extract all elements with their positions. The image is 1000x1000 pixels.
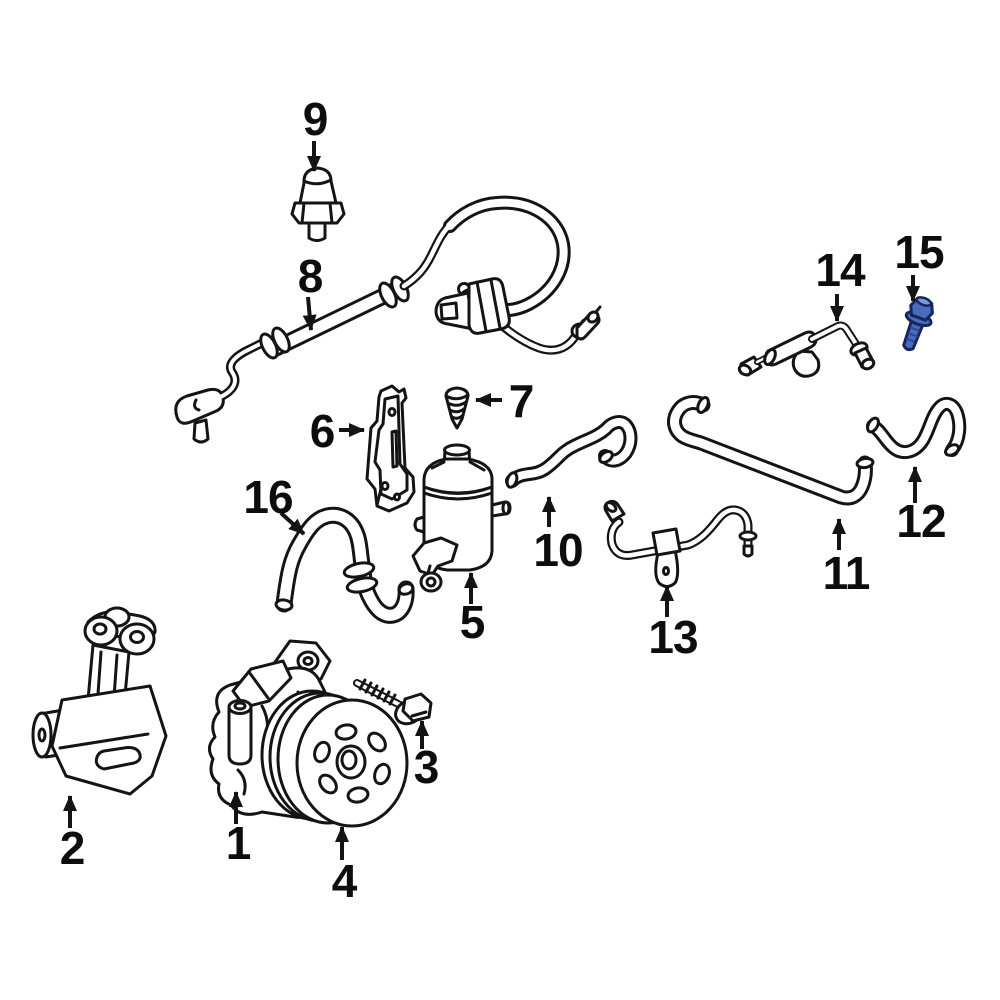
part-pump-pulley [260, 689, 409, 828]
part-pump-mounting-bracket [31, 606, 168, 796]
part-combination-pipe [737, 321, 876, 378]
callout-arrow-8 [302, 296, 317, 331]
callout-label-14: 14 [815, 244, 865, 296]
callout-label-5: 5 [459, 596, 486, 648]
part-pulley-bolt [353, 678, 433, 726]
callout-label-2: 2 [59, 822, 86, 874]
part-return-pipe-with-clamp [603, 499, 758, 588]
callout-label-6: 6 [309, 405, 336, 457]
part-return-hose-short [866, 396, 967, 460]
callout-label-15: 15 [894, 226, 944, 278]
part-oil-cooler-hose [274, 506, 415, 624]
part-reservoir-bracket [365, 384, 416, 513]
callout-label-7: 7 [508, 375, 535, 427]
callout-label-9: 9 [302, 93, 329, 145]
callout-label-12: 12 [896, 495, 946, 547]
part-fluid-reservoir [411, 443, 512, 593]
callout-label-3: 3 [413, 741, 440, 793]
part-pressure-hose [174, 195, 602, 444]
callout-label-8: 8 [297, 250, 324, 302]
callout-arrow-16 [279, 511, 306, 536]
callout-label-10: 10 [533, 524, 583, 576]
part-highlighted-stud-bolt [902, 296, 934, 352]
callout-label-13: 13 [648, 611, 698, 663]
callout-label-1: 1 [225, 817, 252, 869]
callout-label-16: 16 [243, 471, 293, 523]
part-suction-hose [505, 415, 638, 489]
part-reservoir-valve-screw [444, 386, 470, 430]
part-return-hose-long [667, 395, 875, 506]
callout-label-11: 11 [822, 547, 871, 599]
callout-label-4: 4 [331, 855, 358, 907]
